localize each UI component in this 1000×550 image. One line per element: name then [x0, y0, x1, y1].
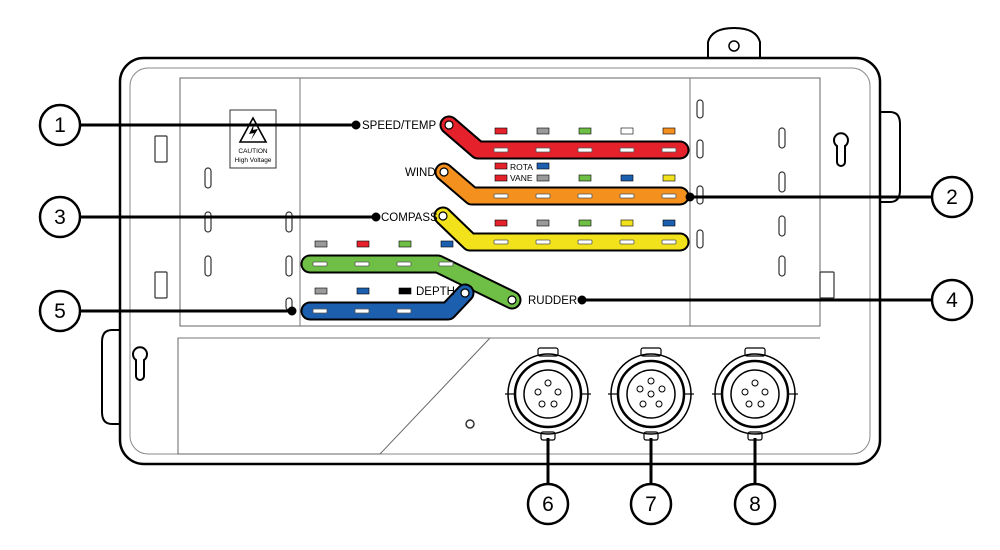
wire-marker [356, 287, 370, 295]
callout-7: 7 [629, 482, 673, 526]
circular-connector-icon [608, 347, 694, 441]
wire-marker [620, 219, 634, 227]
compass-label: COMPASS [381, 212, 438, 224]
callout-3: 3 [38, 195, 82, 239]
vane-label: VANE [510, 173, 533, 183]
callout-number: 8 [749, 493, 761, 516]
callout-2: 2 [930, 175, 974, 219]
wire-marker [620, 127, 634, 135]
compass-terminal-strip [433, 206, 690, 252]
callout-1: 1 [38, 103, 82, 147]
wire-marker [662, 174, 676, 182]
callout-number: 5 [54, 300, 66, 323]
callout-6: 6 [526, 482, 570, 526]
caution-title: CAUTION [238, 148, 268, 155]
callout-lines [80, 120, 936, 486]
callout-number: 1 [54, 114, 66, 137]
wire-marker [536, 174, 550, 182]
speed-temp-terminal-strip [439, 115, 690, 160]
housing-slots [154, 99, 835, 311]
caution-label: CAUTION High Voltage [229, 109, 277, 169]
connector-7 [608, 347, 694, 441]
rudder-label: RUDDER [528, 295, 577, 307]
keyhole-mount-icon [132, 132, 849, 381]
depth-label: DEPTH [416, 286, 455, 298]
callout-number: 4 [946, 289, 958, 312]
wire-marker [314, 240, 328, 248]
wire-marker [662, 127, 676, 135]
wind-terminal-strip [434, 162, 690, 206]
wire-marker [494, 219, 508, 227]
callout-number: 6 [542, 493, 554, 516]
wire-marker [620, 174, 634, 182]
rudder-terminal-strip [300, 254, 522, 310]
rota-label: ROTA [510, 162, 533, 172]
wire-marker [578, 219, 592, 227]
wire-marker [578, 174, 592, 182]
circular-connector-icon [505, 347, 591, 441]
wire-color-markers [314, 127, 676, 295]
wire-marker [494, 127, 508, 135]
wind-label: WIND [405, 167, 436, 179]
connector-8 [712, 347, 798, 441]
callout-number: 7 [645, 493, 657, 516]
callout-8: 8 [733, 482, 777, 526]
wire-marker [494, 162, 508, 170]
circular-connector-icon [712, 347, 798, 441]
depth-terminal-strip [300, 283, 475, 321]
callout-5: 5 [38, 289, 82, 333]
callout-4: 4 [930, 278, 974, 322]
wire-marker [314, 287, 328, 295]
wire-marker [536, 127, 550, 135]
wire-marker [578, 127, 592, 135]
wire-marker [440, 240, 454, 248]
connector-6 [505, 347, 591, 441]
wire-marker [356, 240, 370, 248]
wire-marker [494, 174, 508, 182]
callout-number: 2 [946, 186, 958, 209]
wire-marker [662, 219, 676, 227]
wire-marker [536, 162, 550, 170]
high-voltage-warning-icon [238, 116, 268, 143]
wire-marker [398, 287, 412, 295]
caution-subtitle: High Voltage [235, 157, 272, 164]
wire-marker [398, 240, 412, 248]
wire-marker [536, 219, 550, 227]
speed-temp-label: SPEED/TEMP [362, 120, 436, 132]
callout-number: 3 [54, 206, 66, 229]
housing [101, 26, 901, 466]
